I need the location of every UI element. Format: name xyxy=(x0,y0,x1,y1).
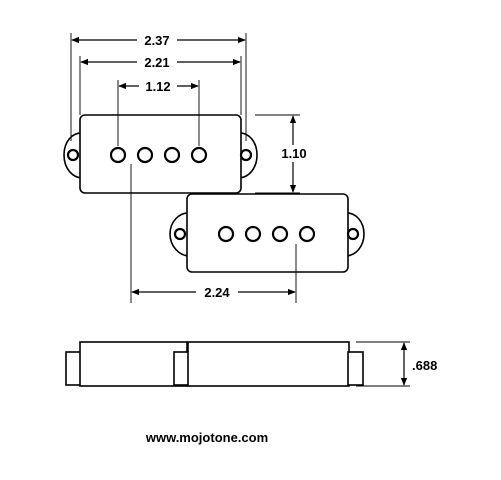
lower-pickup-pole-2 xyxy=(244,225,262,243)
side-view-right-ear xyxy=(347,351,364,386)
upper-pickup-pole-4 xyxy=(190,146,208,164)
side-view-left-body xyxy=(79,341,188,387)
vertical-offset-label: 1.10 xyxy=(281,146,306,161)
website-url: www.mojotone.com xyxy=(145,430,268,445)
upper-pickup-pole-2 xyxy=(136,146,154,164)
lower-pickup-pole-4 xyxy=(298,225,316,243)
lower-pickup-mount-hole-right xyxy=(346,227,360,241)
side-view-left-ear xyxy=(65,351,82,386)
extension-lines xyxy=(70,33,410,387)
overall-width-label: 2.37 xyxy=(144,33,169,48)
height-label: .688 xyxy=(412,358,437,373)
upper-pickup-mount-hole-right xyxy=(239,148,253,162)
upper-pickup-mount-hole-left xyxy=(66,148,80,162)
lower-pickup-body xyxy=(186,193,349,273)
upper-pickup xyxy=(63,114,258,194)
side-view-middle-ear xyxy=(173,351,190,386)
upper-pickup-pole-3 xyxy=(163,146,181,164)
lower-pickup-pole-1 xyxy=(217,225,235,243)
upper-pickup-pole-1 xyxy=(109,146,127,164)
lower-pickup-mount-hole-left xyxy=(173,227,187,241)
mount-hole-spacing-label: 2.21 xyxy=(144,55,169,70)
upper-pickup-body xyxy=(79,114,242,194)
lower-pickup xyxy=(169,193,365,273)
horizontal-offset-label: 2.24 xyxy=(204,285,230,300)
lower-pickup-pole-3 xyxy=(271,225,289,243)
pole-spacing-label: 1.12 xyxy=(145,79,170,94)
side-view-right-body xyxy=(187,341,350,387)
side-view xyxy=(65,341,364,387)
